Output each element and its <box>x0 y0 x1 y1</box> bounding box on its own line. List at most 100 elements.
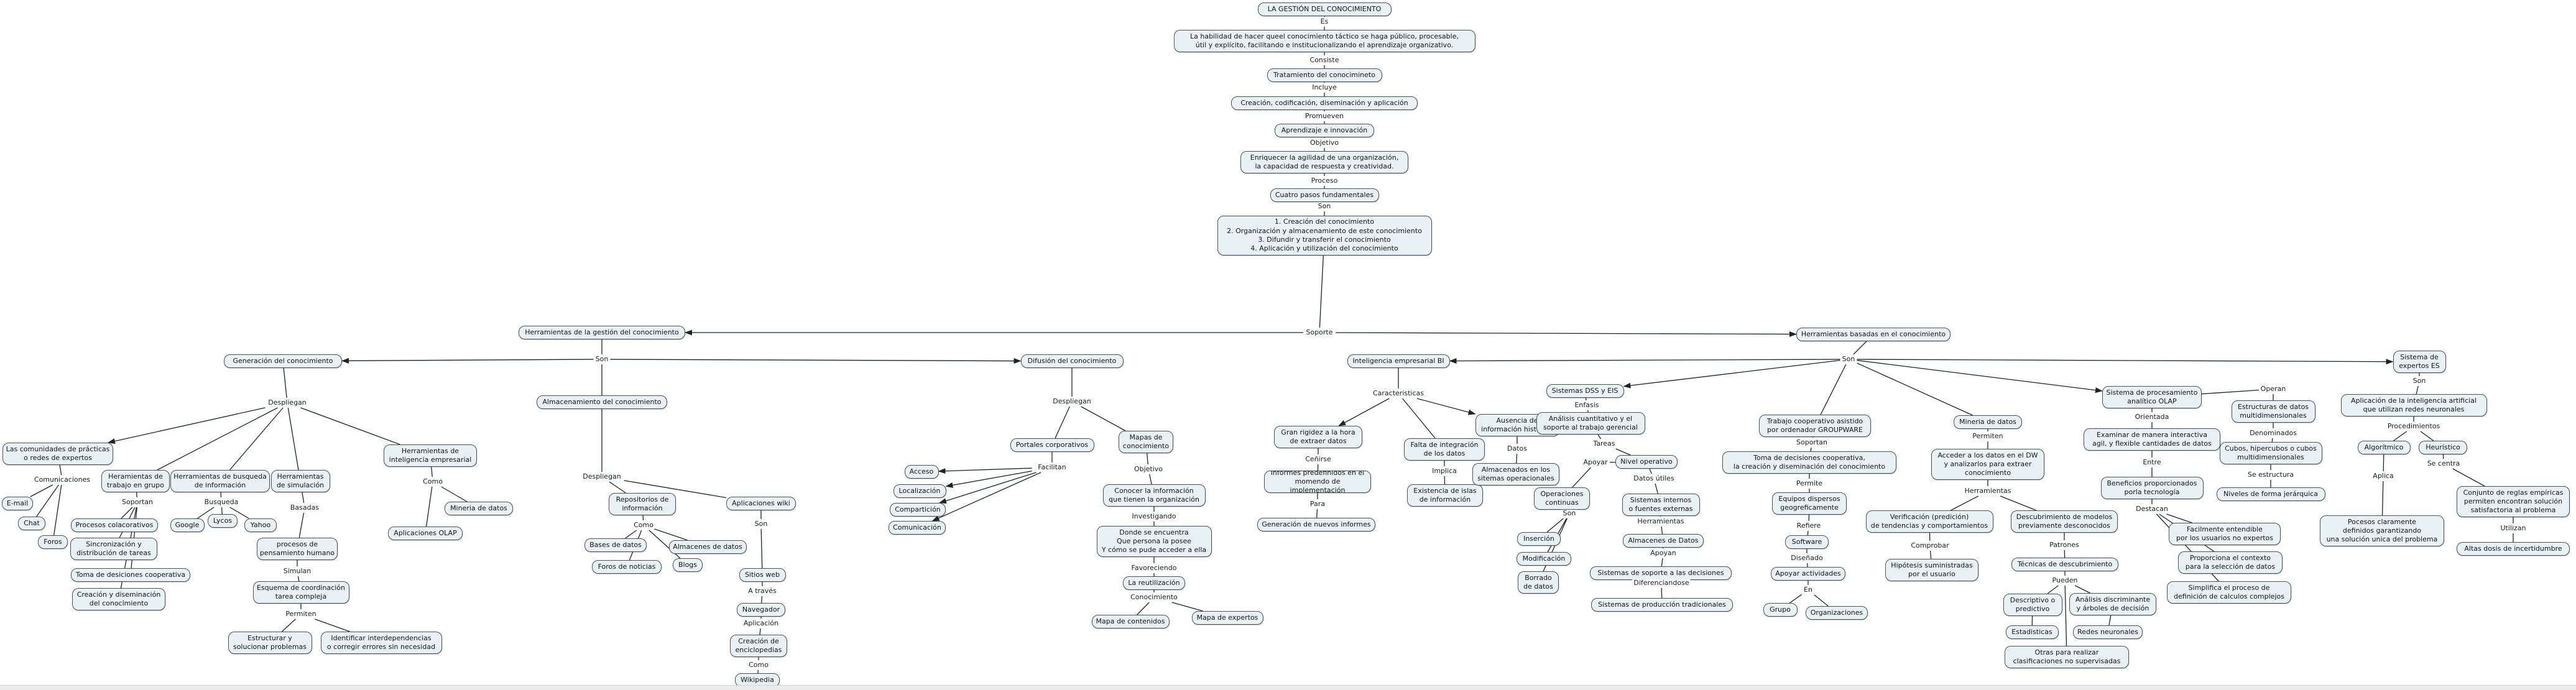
concept-node-proporciona[interactable]: Proporciona el contexto para la selecció… <box>2178 551 2283 574</box>
concept-node-reutilizacion[interactable]: La reutilización <box>1123 576 1185 590</box>
link-phrase-p_permite[interactable]: Permite <box>1794 479 1824 488</box>
link-phrase-p_son5[interactable]: Son <box>2411 376 2427 385</box>
link-phrase-p_despliegan2[interactable]: Despliegan <box>1051 397 1092 406</box>
concept-node-comunicacion[interactable]: Comunicación <box>889 521 946 535</box>
link-phrase-p_denominados[interactable]: Denominados <box>2248 428 2298 438</box>
concept-node-enriquecer[interactable]: Enriquecer la agilidad de una organizaci… <box>1240 151 1408 173</box>
link-phrase-p_apoyar[interactable]: Apoyar <box>1582 458 1609 467</box>
concept-node-blogs[interactable]: Blogs <box>673 558 703 572</box>
link-phrase-p_aplicacion[interactable]: Aplicación <box>742 619 780 628</box>
link-phrase-p_conocimiento[interactable]: Conocimiento <box>1129 592 1179 602</box>
concept-node-beneficios[interactable]: Beneficios proporcionados porla tecnolog… <box>2100 477 2204 499</box>
concept-node-op_cont[interactable]: Operaciones continuas <box>1534 487 1590 510</box>
concept-node-altas[interactable]: Altas dosis de incertidumbre <box>2457 542 2570 556</box>
concept-node-mapas_con[interactable]: Mapas de conocimiento <box>1119 431 1173 453</box>
concept-node-root[interactable]: LA GESTIÓN DEL CONOCIMIENTO <box>1257 2 1392 16</box>
link-phrase-p_como1[interactable]: Como <box>422 477 444 486</box>
link-phrase-p_atraves[interactable]: A través <box>747 586 778 596</box>
link-phrase-p_aplica[interactable]: Aplica <box>2371 471 2395 481</box>
concept-node-olap[interactable]: Sistema de procesamiento analítico OLAP <box>2102 386 2202 408</box>
concept-node-organizaciones[interactable]: Organizaciones <box>1806 606 1868 620</box>
concept-node-crea_disem[interactable]: Creación y diseminación del conocimiento <box>72 588 165 610</box>
link-phrase-p_herramientas3[interactable]: Herramientas <box>1963 486 2013 495</box>
concept-node-cuatro[interactable]: Cuatro pasos fundamentales <box>1270 188 1379 202</box>
concept-node-islas[interactable]: Existencia de islas de información <box>1407 484 1483 507</box>
link-phrase-p_despliegan3[interactable]: Despliegan <box>581 472 622 481</box>
concept-node-alm_sitemas[interactable]: Almacenados en los sitemas operacionales <box>1472 463 1559 485</box>
concept-node-analisis_cuant[interactable]: Análisis cuantitativo y el soporte al tr… <box>1536 412 1645 435</box>
concept-node-portales[interactable]: Portales corporativos <box>1010 438 1094 452</box>
link-phrase-p_objetivo[interactable]: Objetivo <box>1308 138 1341 147</box>
concept-node-trabajo_grupo[interactable]: Heramientas de trabajo en grupo <box>101 470 170 492</box>
concept-node-proc_pens[interactable]: procesos de pensamiento humano <box>257 538 338 560</box>
concept-node-toma_des[interactable]: Toma de desiciones cooperativa <box>71 568 190 582</box>
link-phrase-p_promueven[interactable]: Promueven <box>1303 111 1346 121</box>
concept-node-repositorios[interactable]: Repositorios de información <box>609 493 676 515</box>
concept-node-def[interactable]: La habilidad de hacer queel conocimiento… <box>1173 30 1475 52</box>
link-phrase-p_apoyan[interactable]: Apoyan <box>1649 548 1678 558</box>
horizontal-scrollbar[interactable] <box>0 685 2576 690</box>
link-phrase-p_despliegan1[interactable]: Despliegan <box>267 398 308 407</box>
link-phrase-p_destacan[interactable]: Destacan <box>2135 504 2169 513</box>
link-phrase-p_para[interactable]: Para <box>1308 499 1327 508</box>
link-phrase-p_utilizan[interactable]: Utilizan <box>2499 523 2528 533</box>
link-phrase-p_caracteristicas[interactable]: Caracteristicas <box>1371 389 1426 398</box>
concept-node-borrado[interactable]: Borrado de datos <box>1518 571 1559 594</box>
link-phrase-p_permiten1[interactable]: Permiten <box>284 609 318 619</box>
concept-node-trat[interactable]: Tratamiento del conocimineto <box>1267 68 1382 82</box>
concept-node-insercion[interactable]: Inserción <box>1517 532 1561 546</box>
concept-node-wiki[interactable]: Aplicaciones wiki <box>726 497 796 510</box>
link-phrase-p_son_r[interactable]: Son <box>1840 354 1857 364</box>
link-phrase-p_comunicaciones[interactable]: Comunicaciones <box>32 475 92 484</box>
concept-node-donde[interactable]: Donde se encuentra Que persona la posee … <box>1096 526 1212 557</box>
concept-node-pocesos[interactable]: Pocesos claramente definidos garantizand… <box>2320 515 2444 546</box>
concept-node-herr_gestion[interactable]: Herramientas de la gestión del conocimie… <box>519 326 685 339</box>
concept-node-dss[interactable]: Sistemas DSS y EIS <box>1546 384 1624 398</box>
link-phrase-p_procedimientos[interactable]: Procedimientos <box>2386 421 2442 431</box>
link-phrase-p_permiten2[interactable]: Permiten <box>1971 431 2005 441</box>
concept-node-busqueda_info[interactable]: Herramientas de busqueda de información <box>170 470 270 492</box>
concept-node-email[interactable]: E-mail <box>2 497 33 510</box>
concept-node-identificar[interactable]: Identificar interdependencias o corregir… <box>320 632 442 654</box>
concept-node-acceder[interactable]: Acceder a los datos en el DW y analizarl… <box>1931 449 2044 480</box>
concept-node-localizacion[interactable]: Localización <box>893 484 946 498</box>
concept-node-grupo[interactable]: Grupo <box>1763 603 1798 617</box>
link-phrase-p_herramientas2[interactable]: Herramientas <box>1636 517 1686 526</box>
concept-node-conocer[interactable]: Conocer la información que tienen la org… <box>1102 484 1206 507</box>
concept-node-generacion[interactable]: Generación del conocimiento <box>224 354 342 368</box>
concept-node-redes[interactable]: Redes neuronales <box>2073 625 2143 639</box>
concept-node-proc_colab[interactable]: Procesos colacorativos <box>71 518 158 532</box>
concept-node-chat[interactable]: Chat <box>18 517 45 530</box>
concept-node-simplifica[interactable]: Simplifica el proceso de definición de c… <box>2167 581 2291 604</box>
concept-node-analisis_disc[interactable]: Análisis discriminante y árboles de deci… <box>2069 593 2156 615</box>
concept-node-google[interactable]: Google <box>170 518 205 532</box>
link-phrase-p_soportan2[interactable]: Soportan <box>1795 438 1829 447</box>
concept-node-esquema[interactable]: Esquema de coordinación tarea compleja <box>252 581 349 604</box>
concept-node-conjunto[interactable]: Conjunto de reglas empíricas permiten en… <box>2457 486 2570 517</box>
concept-node-wikipedia[interactable]: Wikipedia <box>735 673 780 687</box>
concept-node-mapa_exp[interactable]: Mapa de expertos <box>1191 611 1263 625</box>
concept-node-heuristico[interactable]: Heurístico <box>2419 441 2467 454</box>
link-phrase-p_diferenciandose[interactable]: Diferenciandose <box>1632 578 1691 587</box>
link-phrase-p_comprobar[interactable]: Comprobar <box>1909 541 1950 550</box>
concept-node-sist_prod[interactable]: Sistemas de producción tradicionales <box>1591 598 1733 612</box>
concept-node-comunidades[interactable]: Las comunidades de prácticas o redes de … <box>2 443 113 465</box>
link-phrase-p_se_estructura[interactable]: Se estructura <box>2246 470 2296 479</box>
concept-node-mapa_cont[interactable]: Mapa de contenidos <box>1091 615 1170 628</box>
concept-node-informes_pred[interactable]: Informes predefinidos en el momendo de i… <box>1264 471 1371 493</box>
link-phrase-p_disenado[interactable]: Diseñado <box>1789 553 1824 563</box>
link-phrase-p_orientada[interactable]: Orientada <box>2133 412 2171 421</box>
concept-node-navegador[interactable]: Navegador <box>737 603 785 617</box>
concept-node-lycos[interactable]: Lycos <box>208 514 238 528</box>
concept-node-tecnicas[interactable]: Técnicas de descubrimiento <box>2011 558 2118 571</box>
link-phrase-p_investigando[interactable]: Investigando <box>1130 512 1178 521</box>
link-phrase-p_consiste[interactable]: Consiste <box>1308 55 1341 65</box>
link-phrase-p_facilitan[interactable]: Facilitan <box>1036 462 1068 472</box>
concept-node-foros_not[interactable]: Foros de noticias <box>592 560 662 574</box>
concept-node-algoritmico[interactable]: Algorítmico <box>2357 441 2411 454</box>
link-phrase-p_en[interactable]: En <box>1803 585 1814 594</box>
link-phrase-p_simulan[interactable]: Simulan <box>282 566 313 576</box>
concept-node-crea4[interactable]: Creación, codificación, diseminación y a… <box>1231 96 1418 110</box>
concept-node-modificacion[interactable]: Modificación <box>1517 552 1571 566</box>
concept-node-toma_coop[interactable]: Toma de decisiones cooperativa, la creac… <box>1722 451 1896 474</box>
